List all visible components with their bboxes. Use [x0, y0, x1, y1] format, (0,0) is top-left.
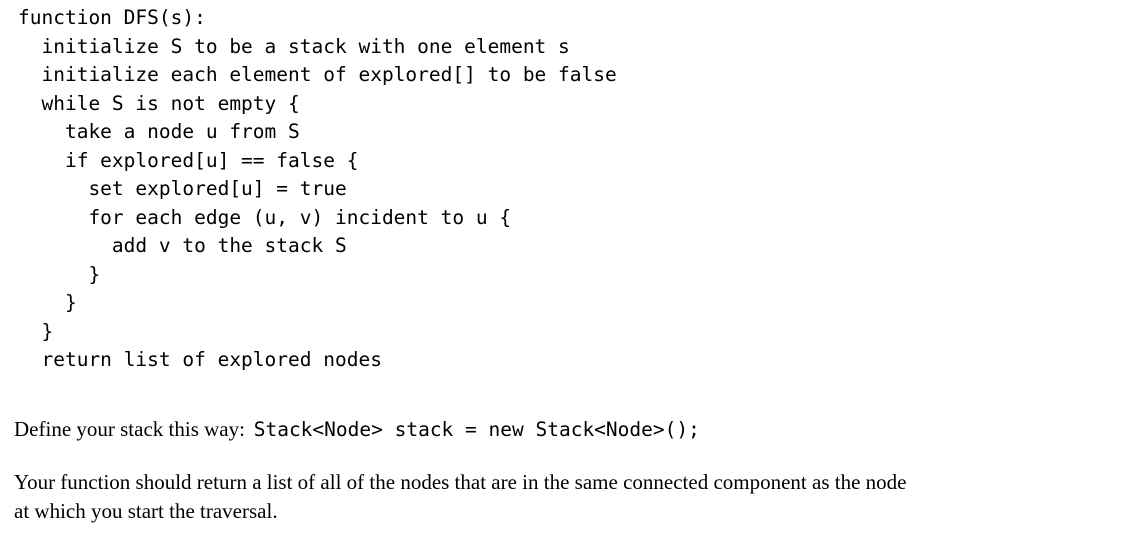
instructions-paragraph: Your function should return a list of al… — [14, 468, 1124, 526]
stack-definition-text: Define your stack this way: — [14, 416, 245, 441]
instructions-line-2: at which you start the traversal. — [14, 498, 278, 523]
instructions-line-1: Your function should return a list of al… — [14, 469, 907, 494]
dfs-pseudocode-block: function DFS(s): initialize S to be a st… — [18, 6, 617, 371]
stack-definition-code: Stack<Node> stack = new Stack<Node>(); — [253, 417, 700, 441]
stack-definition-line: Define your stack this way: Stack<Node> s… — [14, 415, 1138, 444]
